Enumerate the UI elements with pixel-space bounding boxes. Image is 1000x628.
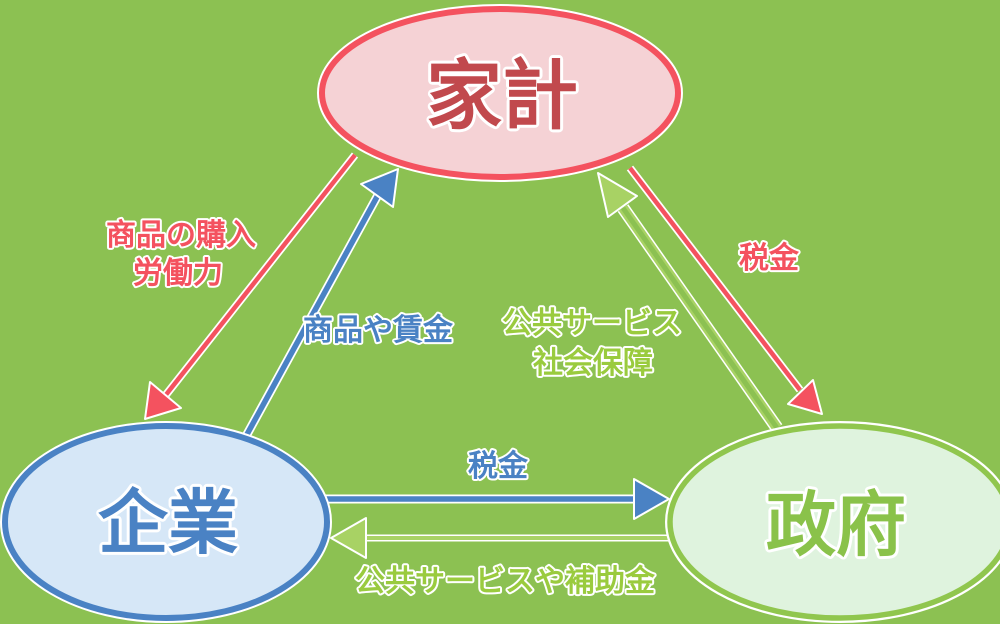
node-household: 家計 — [317, 4, 683, 182]
arrow-shaft-core — [620, 206, 780, 430]
label-tax-company: 税金 — [468, 449, 529, 484]
arrowhead-to-company — [144, 381, 182, 420]
node-government: 政府 — [665, 421, 1000, 623]
arrow-shaft — [628, 166, 802, 392]
company-ellipse — [2, 423, 330, 621]
label-public-services-subsidies: 公共サービスや補助金 — [355, 564, 656, 599]
flow-label-line2: 社会保障 — [533, 346, 653, 381]
arrowhead-to-company — [330, 517, 367, 559]
household-ellipse — [319, 6, 681, 180]
arrow-shaft — [163, 153, 357, 398]
node-company: 企業 — [0, 421, 332, 623]
flow-household-to-government — [626, 165, 823, 415]
flow-company-to-government — [324, 478, 670, 520]
flow-company-to-household — [241, 168, 399, 441]
arrowhead-to-household — [360, 168, 399, 208]
label-tax-household: 税金 — [739, 241, 800, 276]
government-ellipse — [667, 423, 1000, 621]
household-label: 家計 — [426, 51, 578, 140]
flow-label-line1: 商品の購入 — [106, 218, 256, 253]
flow-government-to-company — [330, 517, 670, 559]
flow-label-line1: 公共サービス — [502, 306, 682, 341]
flow-household-to-company — [144, 152, 359, 420]
government-label: 政府 — [766, 484, 906, 566]
flow-label-line2: 労働力 — [133, 256, 223, 291]
label-goods-and-wages: 商品や賃金 — [303, 313, 454, 348]
label-goods-purchase-labor: 商品の購入 労働力 — [104, 216, 258, 293]
flow-government-to-household — [597, 172, 783, 432]
arrow-shaft — [242, 193, 381, 440]
label-public-services-social-security: 公共サービス 社会保障 — [500, 304, 684, 383]
arrowhead-to-household — [597, 172, 638, 218]
arrowhead-to-government — [633, 478, 670, 520]
company-label: 企業 — [98, 482, 238, 564]
arrowhead-to-government — [787, 379, 823, 415]
